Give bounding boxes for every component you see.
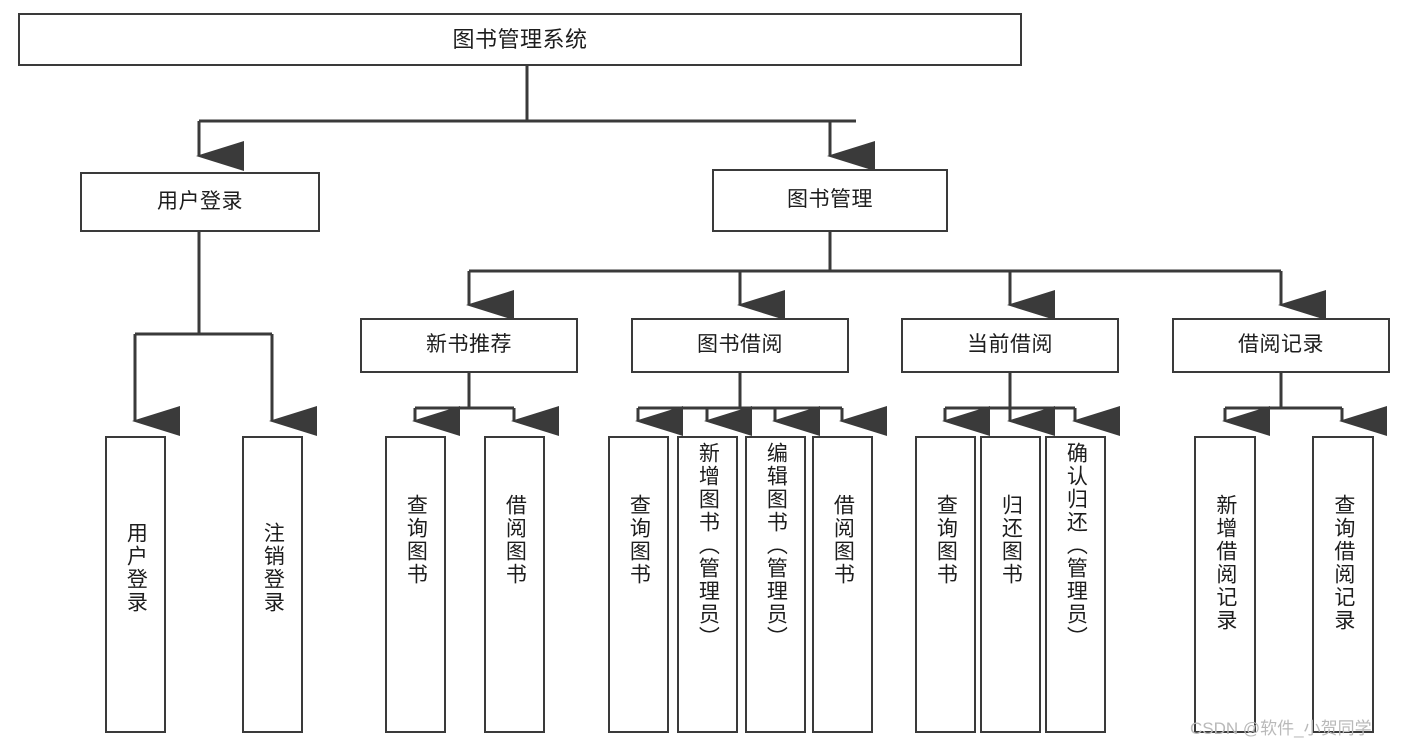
leaf-return-book-label: 归还图书 xyxy=(999,494,1023,586)
csdn-watermark: CSDN @软件_小贺同学 xyxy=(1190,719,1372,738)
leaf-user-login[interactable]: 用户登录 xyxy=(105,436,166,733)
node-new-book-recommend-label: 新书推荐 xyxy=(426,333,512,357)
leaf-query-book-1-label: 查询图书 xyxy=(404,494,428,586)
leaf-confirm-return[interactable]: 确认归还（管理员） xyxy=(1045,436,1106,733)
leaf-query-book-2-label: 查询图书 xyxy=(627,494,651,586)
leaf-add-record[interactable]: 新增借阅记录 xyxy=(1194,436,1256,733)
node-book-manage[interactable]: 图书管理 xyxy=(712,169,948,232)
leaf-query-record[interactable]: 查询借阅记录 xyxy=(1312,436,1374,733)
node-book-borrow[interactable]: 图书借阅 xyxy=(631,318,849,373)
leaf-query-book-3[interactable]: 查询图书 xyxy=(915,436,976,733)
leaf-borrow-book-2-label: 借阅图书 xyxy=(831,494,855,586)
leaf-query-book-3-label: 查询图书 xyxy=(934,494,958,586)
leaf-edit-book[interactable]: 编辑图书（管理员） xyxy=(745,436,806,733)
node-book-borrow-label: 图书借阅 xyxy=(697,333,783,357)
leaf-borrow-book-2[interactable]: 借阅图书 xyxy=(812,436,873,733)
node-current-borrow-label: 当前借阅 xyxy=(967,333,1053,357)
leaf-query-record-label: 查询借阅记录 xyxy=(1331,494,1355,632)
leaf-query-book-2[interactable]: 查询图书 xyxy=(608,436,669,733)
leaf-add-book-label: 新增图书（管理员） xyxy=(696,442,720,649)
node-user-login-label: 用户登录 xyxy=(157,189,243,213)
leaf-user-login-label: 用户登录 xyxy=(124,522,148,614)
leaf-edit-book-label: 编辑图书（管理员） xyxy=(764,442,788,649)
leaf-add-book[interactable]: 新增图书（管理员） xyxy=(677,436,738,733)
node-borrow-record[interactable]: 借阅记录 xyxy=(1172,318,1390,373)
node-root[interactable]: 图书管理系统 xyxy=(18,13,1022,66)
node-current-borrow[interactable]: 当前借阅 xyxy=(901,318,1119,373)
leaf-borrow-book-1[interactable]: 借阅图书 xyxy=(484,436,545,733)
node-user-login[interactable]: 用户登录 xyxy=(80,172,320,232)
leaf-logout-label: 注销登录 xyxy=(261,522,285,614)
node-borrow-record-label: 借阅记录 xyxy=(1238,333,1324,357)
leaf-return-book[interactable]: 归还图书 xyxy=(980,436,1041,733)
leaf-query-book-1[interactable]: 查询图书 xyxy=(385,436,446,733)
node-book-manage-label: 图书管理 xyxy=(787,188,873,212)
leaf-borrow-book-1-label: 借阅图书 xyxy=(503,494,527,586)
leaf-add-record-label: 新增借阅记录 xyxy=(1213,494,1237,632)
leaf-confirm-return-label: 确认归还（管理员） xyxy=(1064,442,1088,649)
node-new-book-recommend[interactable]: 新书推荐 xyxy=(360,318,578,373)
leaf-logout[interactable]: 注销登录 xyxy=(242,436,303,733)
node-root-label: 图书管理系统 xyxy=(452,26,588,52)
